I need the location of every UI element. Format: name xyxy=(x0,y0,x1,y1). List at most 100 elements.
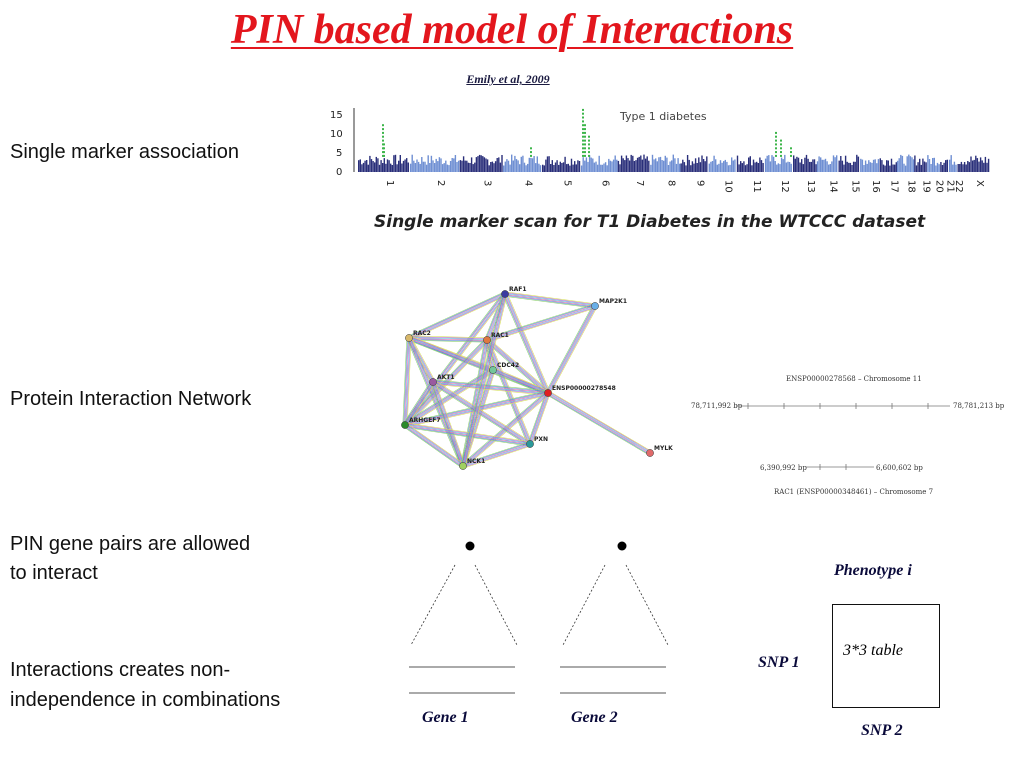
manhattan-bar xyxy=(701,155,703,172)
manhattan-bars xyxy=(358,154,990,172)
manhattan-bar xyxy=(762,163,764,172)
network-edge xyxy=(546,394,650,456)
manhattan-bar xyxy=(635,160,637,172)
network-edge xyxy=(431,382,462,467)
manhattan-bar xyxy=(622,158,624,172)
manhattan-hit xyxy=(780,143,782,146)
manhattan-bar xyxy=(719,160,722,172)
chromosome-label: 22 xyxy=(953,180,964,193)
manhattan-bar xyxy=(402,160,405,172)
manhattan-bar xyxy=(658,157,660,172)
manhattan-bar xyxy=(628,160,631,172)
manhattan-bar xyxy=(556,160,558,172)
manhattan-bar xyxy=(715,159,717,172)
manhattan-bar xyxy=(624,160,626,172)
manhattan-bar xyxy=(691,161,694,172)
network-node-label: MAP2K1 xyxy=(599,298,627,305)
manhattan-bar xyxy=(504,161,506,172)
manhattan-hit xyxy=(582,143,584,146)
gene2-branch-right xyxy=(625,564,669,646)
manhattan-hit xyxy=(582,139,584,142)
manhattan-bar xyxy=(491,161,494,172)
manhattan-bar xyxy=(975,155,977,172)
manhattan-bar xyxy=(493,163,495,172)
manhattan-bar xyxy=(906,156,908,172)
manhattan-bar xyxy=(536,156,538,172)
manhattan-bar xyxy=(955,164,957,172)
manhattan-bar xyxy=(486,159,489,172)
manhattan-bar xyxy=(430,155,433,172)
manhattan-bar xyxy=(772,156,775,172)
manhattan-bar xyxy=(469,163,471,172)
manhattan-bar xyxy=(546,156,549,172)
manhattan-bar xyxy=(868,160,870,172)
network-edge xyxy=(408,293,505,338)
manhattan-bar xyxy=(780,157,783,172)
network-edge xyxy=(404,425,463,468)
network-node-label: ENSP00000278548 xyxy=(552,385,616,392)
network-node-label: CDC42 xyxy=(497,362,519,369)
network-edge xyxy=(505,293,550,393)
manhattan-hit xyxy=(530,151,532,154)
network-edge xyxy=(408,339,548,395)
manhattan-hit xyxy=(584,131,586,134)
manhattan-bar xyxy=(869,162,872,172)
snp1-label: SNP 1 xyxy=(758,654,800,671)
network-edge xyxy=(485,340,530,445)
manhattan-bar xyxy=(698,157,700,172)
chromosome-label: 11 xyxy=(751,180,762,193)
network-edge xyxy=(403,367,492,424)
manhattan-bar xyxy=(454,155,457,172)
network-edge xyxy=(408,292,505,338)
manhattan-bar xyxy=(746,164,748,172)
manhattan-bar xyxy=(425,164,428,172)
manhattan-bar xyxy=(663,160,665,172)
manhattan-bar xyxy=(743,161,745,172)
network-edge xyxy=(405,382,434,426)
manhattan-hit xyxy=(382,128,384,131)
manhattan-bar xyxy=(648,160,650,172)
manhattan-bar xyxy=(641,159,644,172)
manhattan-bar xyxy=(509,164,511,172)
manhattan-bar xyxy=(863,165,865,172)
track1-left: 78,711,992 bp xyxy=(691,402,743,410)
manhattan-bar xyxy=(596,164,599,172)
manhattan-bar xyxy=(946,159,948,172)
network-edge xyxy=(548,390,652,452)
gene1-branch-left xyxy=(410,564,456,646)
manhattan-bar xyxy=(768,155,770,172)
network-edge xyxy=(493,369,549,393)
manhattan-bar xyxy=(726,161,728,172)
manhattan-hit xyxy=(588,151,590,154)
manhattan-bar xyxy=(930,164,932,172)
manhattan-bar xyxy=(539,165,542,172)
network-edge xyxy=(464,294,507,467)
manhattan-bar xyxy=(413,160,415,172)
network-edge xyxy=(409,337,464,466)
network-edge xyxy=(491,371,548,396)
manhattan-bar xyxy=(593,162,596,172)
manhattan-bar xyxy=(577,160,579,172)
network-edge xyxy=(463,445,531,468)
network-edge xyxy=(486,304,595,339)
manhattan-hit xyxy=(582,147,584,150)
network-edge xyxy=(405,337,410,426)
manhattan-bar xyxy=(871,162,873,172)
manhattan-bar xyxy=(864,160,867,172)
manhattan-bar xyxy=(935,165,937,172)
chromosome-label: 17 xyxy=(888,180,899,193)
manhattan-bar xyxy=(406,158,408,172)
manhattan-bar xyxy=(901,155,904,172)
manhattan-bar xyxy=(575,164,577,172)
network-edge xyxy=(504,295,595,308)
network-edge xyxy=(433,381,464,466)
manhattan-bar xyxy=(965,164,967,172)
manhattan-hit xyxy=(775,131,777,134)
manhattan-bar xyxy=(451,158,453,172)
manhattan-bar xyxy=(925,162,927,172)
network-edge xyxy=(408,338,548,394)
manhattan-bar xyxy=(826,161,828,172)
network-node-label: NCK1 xyxy=(467,458,485,465)
manhattan-bar xyxy=(475,157,478,172)
manhattan-bar xyxy=(461,160,463,172)
